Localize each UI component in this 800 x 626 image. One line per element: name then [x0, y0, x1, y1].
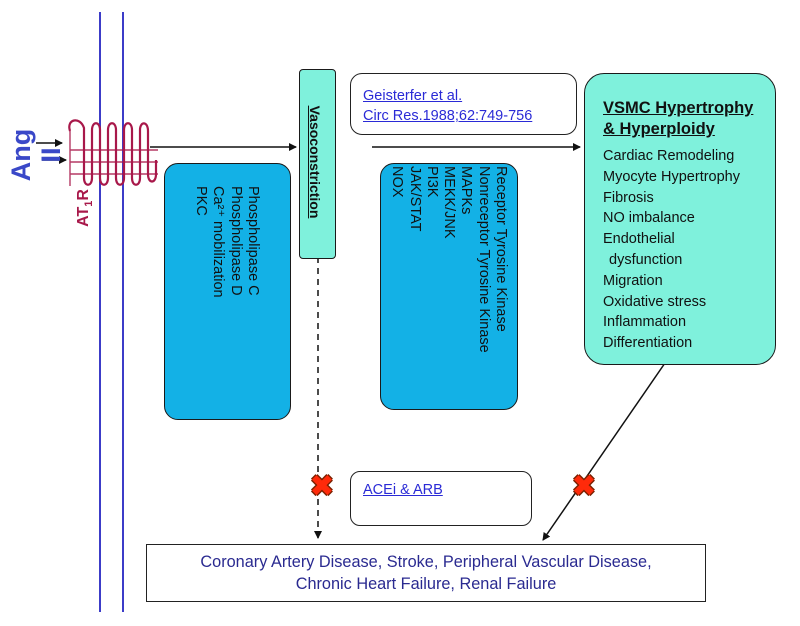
list-item: Inflammation — [603, 314, 687, 331]
list-item: Ca²⁺ mobilization — [210, 186, 227, 298]
acei-arb-box: ACEi & ARB — [350, 471, 532, 526]
phospholipase-box — [164, 163, 291, 420]
reference-link-authors[interactable]: Geisterfer et al. — [363, 88, 463, 104]
at1r-label: AT1R — [75, 189, 96, 227]
ang-ii-label: Ang II — [6, 128, 66, 182]
reference-box: Geisterfer et al. Circ Res.1988;62:749-7… — [350, 73, 577, 135]
outcomes-line1: Coronary Artery Disease, Stroke, Periphe… — [200, 553, 652, 571]
list-item: Differentiation — [603, 335, 693, 352]
at1r-receptor-loop — [69, 131, 158, 186]
outcomes-line2: Chronic Heart Failure, Renal Failure — [295, 575, 557, 593]
kinase-list: Receptor Tyrosine Kinase Nonreceptor Tyr… — [387, 166, 509, 404]
at1r-receptor-shape — [68, 119, 158, 186]
diagonal-arrow-vsmc — [542, 362, 666, 541]
vsmc-effects-list: Cardiac Remodeling Myocyte Hypertrophy F… — [603, 146, 740, 354]
list-item: Cardiac Remodeling — [603, 148, 735, 164]
vasoconstriction-label: Vasoconstriction — [307, 105, 323, 219]
block-x-icon-left: ✖ — [309, 470, 335, 503]
outcomes-box: Coronary Artery Disease, Stroke, Periphe… — [146, 544, 706, 602]
list-item: Migration — [603, 272, 663, 289]
list-item: dysfunction — [609, 251, 683, 268]
list-item: PKC — [193, 186, 210, 216]
list-item: Phospholipase D — [227, 186, 244, 296]
list-item: JAK/STAT — [406, 166, 423, 232]
list-item: MAPKs — [458, 166, 475, 215]
vsmc-hypertrophy-box: VSMC Hypertrophy & Hyperploidy Cardiac R… — [584, 73, 776, 365]
list-item: PI3K — [423, 166, 440, 198]
vsmc-title-line1: VSMC Hypertrophy — [603, 99, 754, 117]
acei-arb-link[interactable]: ACEi & ARB — [363, 482, 443, 498]
list-item: Nonreceptor Tyrosine Kinase — [475, 166, 492, 353]
list-item: Myocyte Hypertrophy — [603, 168, 740, 185]
kinase-box — [380, 163, 518, 410]
list-item: MEKK/JNK — [441, 166, 458, 239]
list-item: Phospholipase C — [245, 186, 261, 296]
reference-link-citation[interactable]: Circ Res.1988;62:749-756 — [363, 108, 533, 124]
list-item: Fibrosis — [603, 189, 654, 206]
list-item: NO imbalance — [603, 210, 695, 227]
list-item: Oxidative stress — [603, 293, 707, 310]
vasoconstriction-box — [299, 69, 336, 259]
list-item: Endothelial — [603, 231, 675, 248]
vsmc-title-line2: & Hyperploidy — [603, 120, 715, 138]
list-item: Receptor Tyrosine Kinase — [493, 166, 509, 332]
vsmc-title: VSMC Hypertrophy & Hyperploidy — [603, 98, 753, 140]
phospholipase-list: Phospholipase C Phospholipase D Ca²⁺ mob… — [191, 186, 261, 426]
block-x-icon-right: ✖ — [571, 470, 597, 503]
list-item: NOX — [389, 166, 406, 198]
